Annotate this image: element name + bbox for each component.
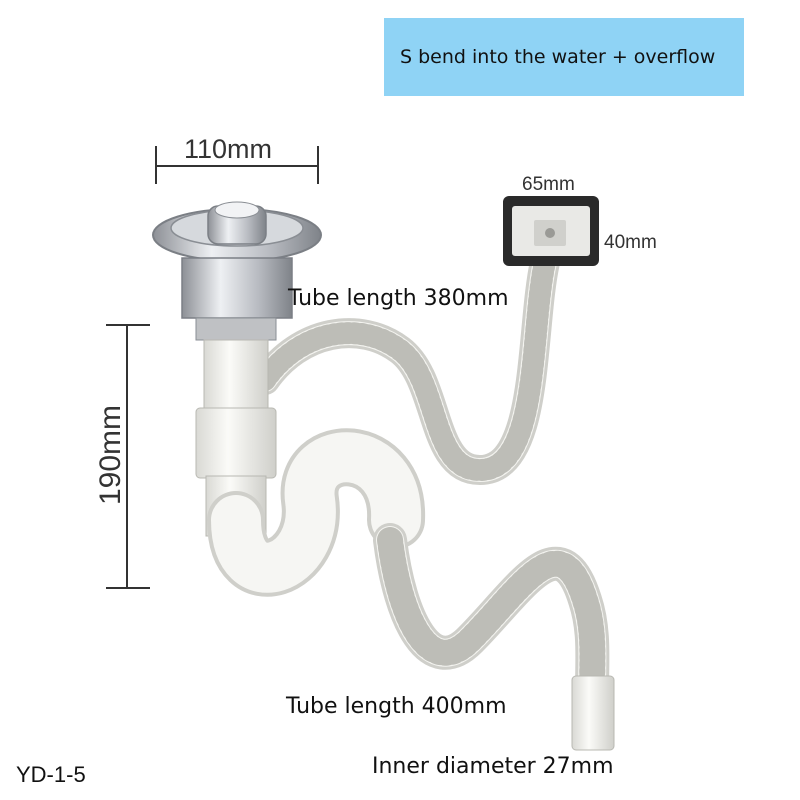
drain-hose xyxy=(373,523,610,707)
model-number: YD-1-5 xyxy=(16,762,86,787)
overflow-width-label: 65mm xyxy=(522,174,575,195)
drain-height-label: 190mm xyxy=(94,404,127,506)
overflow-height-label: 40mm xyxy=(604,232,657,253)
width-dimension-line xyxy=(155,146,319,184)
overflow-hose xyxy=(250,247,560,486)
lower-tube-length-label: Tube length 400mm xyxy=(286,694,507,719)
height-dimension-line xyxy=(106,324,150,589)
hose-end-fitting xyxy=(571,675,615,751)
title-banner: S bend into the water + overflow xyxy=(384,18,744,96)
banner-text: S bend into the water + overflow xyxy=(400,46,716,68)
s-trap xyxy=(207,428,425,597)
upper-tube-length-label: Tube length 380mm xyxy=(288,286,509,311)
inner-diameter-label: Inner diameter 27mm xyxy=(372,754,614,779)
overflow-head xyxy=(503,196,599,266)
strainer-width-label: 110mm xyxy=(184,134,273,164)
sink-strainer xyxy=(152,201,322,341)
